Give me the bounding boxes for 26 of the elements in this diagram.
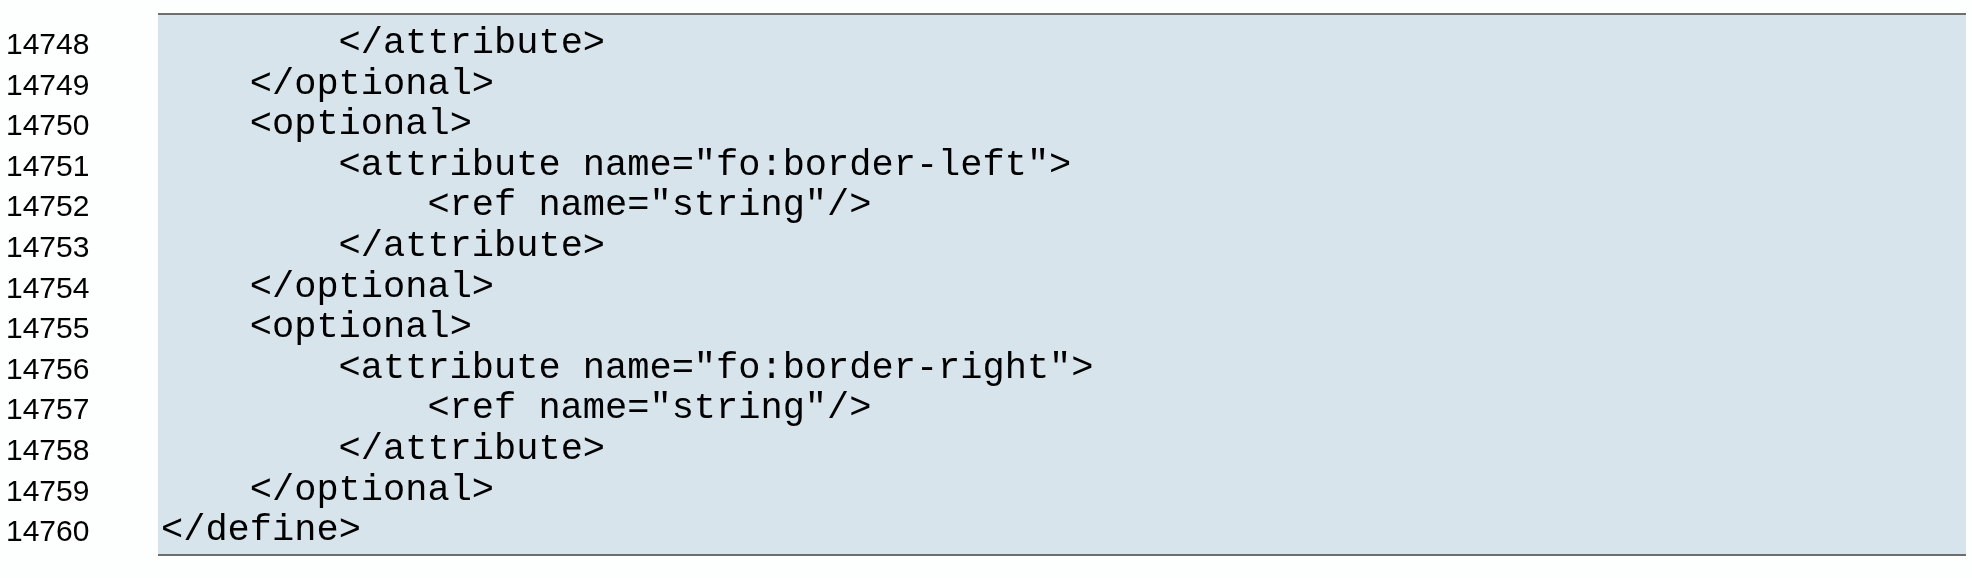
line-number: 14752 bbox=[6, 188, 90, 225]
code-line: </optional> bbox=[249, 470, 495, 509]
line-number: 14751 bbox=[6, 147, 90, 184]
code-line: <attribute name="fo:border-left"> bbox=[338, 145, 1072, 184]
code-line: <optional> bbox=[249, 105, 472, 144]
code-line: </define> bbox=[161, 511, 361, 550]
code-line: </attribute> bbox=[338, 430, 606, 468]
line-number: 14748 bbox=[6, 26, 90, 62]
code-line: <ref name="string"/> bbox=[427, 186, 872, 225]
code-line: </optional> bbox=[249, 267, 495, 306]
line-number: 14753 bbox=[6, 229, 90, 265]
line-number: 14755 bbox=[6, 310, 90, 347]
line-number: 14759 bbox=[6, 472, 90, 509]
line-number: 14758 bbox=[6, 432, 90, 468]
code-line: </optional> bbox=[249, 64, 495, 103]
code-line: <ref name="string"/> bbox=[427, 389, 872, 428]
line-number: 14754 bbox=[6, 269, 90, 306]
line-number: 14756 bbox=[6, 350, 90, 387]
line-number: 14760 bbox=[6, 513, 90, 550]
line-number: 14757 bbox=[6, 391, 90, 428]
code-line: <attribute name="fo:border-right"> bbox=[338, 348, 1094, 387]
line-number: 14749 bbox=[6, 66, 90, 103]
code-line: </attribute> bbox=[338, 24, 606, 62]
code-line: <optional> bbox=[249, 308, 472, 347]
line-number: 14750 bbox=[6, 107, 90, 144]
code-line: </attribute> bbox=[338, 227, 606, 265]
